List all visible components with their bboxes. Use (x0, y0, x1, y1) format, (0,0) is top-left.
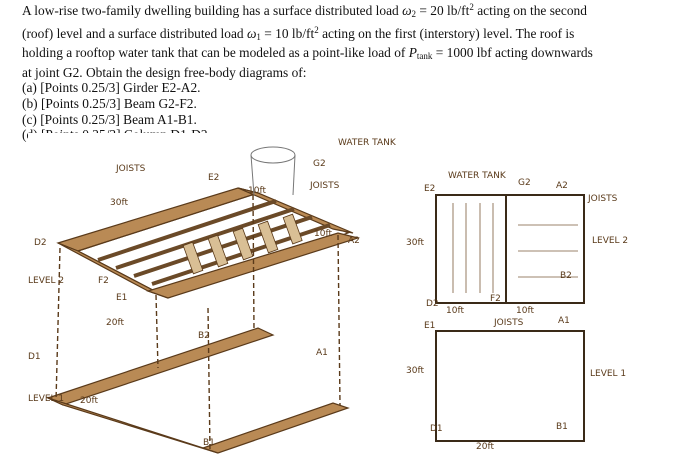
plan-label-b1: B1 (556, 422, 568, 432)
label-d1: D1 (28, 352, 41, 362)
label-dim-20: 20ft (106, 318, 124, 328)
label-water-tank: WATER TANK (338, 138, 397, 148)
column-e (252, 194, 255, 332)
plan-label-10a: 10ft (446, 306, 464, 316)
question-b: (b) [Points 0.25/3] Beam G2-F2. (22, 95, 197, 111)
plan-label-10b: 10ft (516, 306, 534, 316)
roof-girder-e2-a2 (237, 187, 354, 234)
plan-label-30a: 30ft (406, 238, 424, 248)
label-b1: B1 (203, 438, 215, 448)
problem-line-3: holding a rooftop water tank that can be… (22, 45, 593, 62)
column-a (337, 234, 341, 406)
label-dim-10b: 10ft (314, 229, 332, 239)
plan-label-a1: A1 (558, 316, 570, 326)
label-e2: E2 (208, 173, 219, 183)
label-e1: E1 (116, 293, 127, 303)
plan-label-g2: G2 (518, 178, 531, 188)
roof-joists-cross (182, 213, 303, 275)
label-dim-10: 10ft (248, 186, 266, 196)
columns (55, 194, 341, 452)
plan-level1 (435, 330, 585, 442)
label-level1: LEVEL 1 (28, 394, 64, 404)
plan-label-20: 20ft (476, 442, 494, 452)
plan-label-joists2: JOISTS (493, 318, 524, 328)
plan-label-b2: B2 (560, 271, 572, 281)
plan-label-d2: D2 (426, 299, 439, 309)
plan-label-water: WATER TANK (448, 171, 507, 181)
plan-label-30b: 30ft (406, 366, 424, 376)
label-b2: B2 (198, 331, 210, 341)
label-level2: LEVEL 2 (28, 276, 64, 286)
plan-label-joists: JOISTS (587, 194, 618, 204)
problem-statement: A low-rise two-family dwelling building … (22, 0, 682, 143)
plan-label-a2: A2 (556, 181, 568, 191)
plan-level2 (435, 194, 585, 304)
label-g2: G2 (313, 159, 326, 169)
level1-beam-b1-a1 (201, 402, 350, 454)
water-tank-sketch (250, 146, 296, 196)
plan-label-e1: E1 (424, 321, 435, 331)
plan-label-level1: LEVEL 1 (590, 369, 626, 379)
label-dim-30: 30ft (110, 198, 128, 208)
photo-background (28, 133, 688, 459)
plan-label-level2: LEVEL 2 (592, 236, 628, 246)
label-a2: A2 (348, 236, 360, 246)
question-a: (a) [Points 0.25/3] Girder E2-A2. (22, 80, 201, 96)
roof-frame (56, 187, 361, 299)
problem-line-1: A low-rise two-family dwelling building … (22, 2, 587, 19)
hand-sketch-photo: JOISTS 30ft E2 10ft G2 WATER TANK JOISTS… (28, 133, 688, 459)
label-dim-20b: 20ft (80, 396, 98, 406)
label-a1: A1 (316, 348, 328, 358)
column-f (155, 294, 159, 369)
plan-label-f2: F2 (490, 294, 501, 304)
plan-label-e2: E2 (424, 184, 435, 194)
label-f2: F2 (98, 276, 109, 286)
label-d2: D2 (34, 238, 47, 248)
label-joists-2: JOISTS (309, 181, 340, 191)
plan-level1-frame (435, 330, 585, 442)
label-joists: JOISTS (115, 164, 146, 174)
problem-line-2: (roof) level and a surface distributed l… (22, 24, 575, 42)
plan-level2-joists (452, 203, 578, 293)
roof-girder-f2-a2 (146, 232, 361, 299)
problem-line-4: at joint G2. Obtain the design free-body… (22, 64, 307, 80)
plan-level2-frame (435, 194, 585, 304)
question-c: (c) [Points 0.25/3] Beam A1-B1. (22, 111, 197, 127)
plan-label-d1: D1 (430, 424, 443, 434)
level1-frame (46, 327, 350, 454)
column-d (55, 247, 61, 402)
